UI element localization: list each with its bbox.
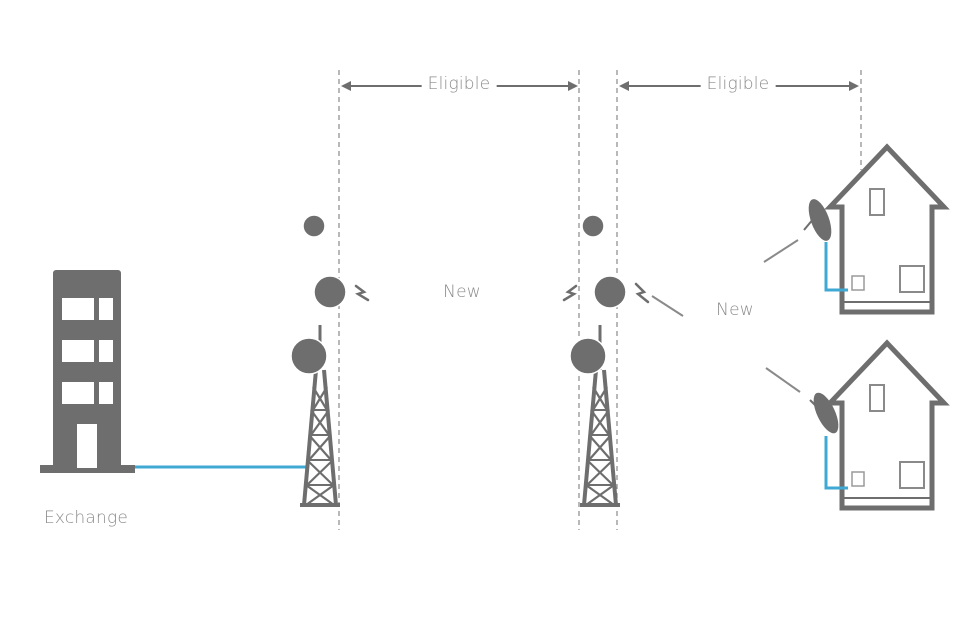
office-building-icon xyxy=(40,270,135,473)
span-label-eligible: Eligible xyxy=(700,74,776,94)
wireless-beams xyxy=(651,239,801,393)
span-label-eligible: Eligible xyxy=(421,74,497,94)
link-label-new: New xyxy=(443,282,481,302)
fiber-drop xyxy=(824,436,848,490)
exchange-label: Exchange xyxy=(43,508,129,528)
satellite-dish-icon xyxy=(809,392,839,434)
antenna-dishes xyxy=(290,214,347,375)
satellite-dish-icon xyxy=(803,199,832,241)
lightning-signal-icon xyxy=(354,282,650,304)
house-icon xyxy=(830,147,944,312)
link-label-new: New xyxy=(716,300,754,320)
fiber-drop xyxy=(824,242,848,292)
antenna-dishes xyxy=(569,214,627,375)
house-icon xyxy=(830,343,944,508)
